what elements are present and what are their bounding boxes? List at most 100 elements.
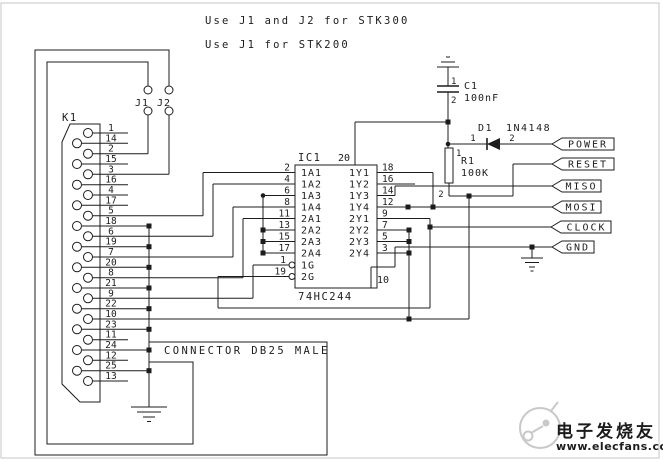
jumper-pad xyxy=(143,85,153,95)
k1-pin-number: 22 xyxy=(105,299,116,310)
k1-pin-number: 17 xyxy=(105,195,116,206)
watermark-logo xyxy=(542,419,550,427)
ic-pin-label: 2A3 xyxy=(301,237,322,248)
ic-pin-label: 2Y2 xyxy=(349,226,370,237)
junction-dot xyxy=(430,204,436,210)
ic-pin-label: 1A3 xyxy=(301,191,322,202)
r1-ref-label: R1 xyxy=(461,156,475,167)
ic-ground-pin-number: 10 xyxy=(377,275,389,286)
watermark-logo xyxy=(522,430,534,442)
k1-pin-pad xyxy=(72,241,82,252)
k1-pin-pad xyxy=(72,179,82,190)
ic-power-pin-number: 20 xyxy=(338,153,350,164)
r1-body xyxy=(444,147,454,184)
signal-flag-label: MISO xyxy=(565,182,597,193)
ic-pin-label: 1A4 xyxy=(301,203,322,214)
ic-pin-label: 1Y1 xyxy=(349,168,370,179)
k1-pin-pad xyxy=(83,169,93,180)
j2-label: J2 xyxy=(157,98,171,109)
j2-loop-wire xyxy=(34,49,328,456)
k1-pin-pad xyxy=(72,345,82,355)
watermark-title: 电子发烧友 xyxy=(556,421,656,442)
inverter-bubble xyxy=(288,273,296,280)
signal-flag-label: POWER xyxy=(568,140,608,151)
j1-label: J1 xyxy=(135,98,149,109)
signal-flag-label: RESET xyxy=(568,160,608,171)
ic-pin-label: 1A2 xyxy=(301,180,322,191)
ic-body xyxy=(294,164,378,289)
k1-pin-pad xyxy=(83,210,93,221)
k1-pin-number: 2 xyxy=(108,144,114,155)
k1-pin-pad xyxy=(83,334,93,345)
junction-dot xyxy=(146,368,152,374)
jumper-pad xyxy=(164,106,174,116)
k1-pin-pad xyxy=(72,324,82,335)
d1-ref-label: D1 xyxy=(478,123,493,134)
k1-pin-pad xyxy=(83,190,93,200)
k1-pin-pad xyxy=(83,148,93,159)
k1-pin-number: 8 xyxy=(108,268,114,279)
k1-pin-pad xyxy=(72,262,82,273)
k1-pin-number: 16 xyxy=(105,175,117,186)
inverter-bubble xyxy=(288,261,296,269)
c1-pin-number: 2 xyxy=(451,96,456,106)
connector-type-label: CONNECTOR DB25 MALE xyxy=(164,345,330,357)
k1-pin-pad xyxy=(83,293,93,304)
k1-pin-number: 7 xyxy=(108,247,114,258)
r1-value-label: 100K xyxy=(461,168,489,179)
junction-dot xyxy=(146,285,152,291)
k1-pin-number: 9 xyxy=(108,288,114,299)
note-stk300: Use J1 and J2 for STK300 xyxy=(205,15,410,27)
ic-pin-label: 2A2 xyxy=(301,226,322,237)
k1-pin-pad xyxy=(83,376,93,386)
junction-dot xyxy=(146,326,152,332)
junction-dot xyxy=(146,347,152,353)
signal-flag xyxy=(551,137,615,151)
k1-pin-number: 23 xyxy=(105,319,116,330)
k1-pin-number: 24 xyxy=(105,340,117,351)
ic-pin-label: 2Y1 xyxy=(349,214,370,225)
junction-dot xyxy=(146,264,152,270)
d1-triangle xyxy=(487,138,500,150)
ic-pin-number: 2 xyxy=(284,163,290,174)
ic-pin-number: 14 xyxy=(382,186,394,197)
junction-dot xyxy=(427,224,433,230)
k1-pin-number: 19 xyxy=(105,237,117,248)
ic-pin-label: 2A4 xyxy=(301,249,322,260)
d1-pin-number: 2 xyxy=(509,134,514,144)
k1-pin-pad xyxy=(72,138,82,149)
jumper-pad xyxy=(164,85,174,95)
ic-pin-label: 1Y4 xyxy=(349,203,370,214)
k1-pin-pad xyxy=(83,128,93,138)
signal-flag-label: CLOCK xyxy=(566,223,606,234)
k1-ref-label: K1 xyxy=(62,112,78,124)
watermark-logo xyxy=(519,407,561,449)
ic-pin-number: 18 xyxy=(382,163,394,174)
k1-pin-number: 20 xyxy=(105,257,117,268)
ic-pin-number: 7 xyxy=(382,220,388,231)
signal-flag-label: GND xyxy=(566,243,590,254)
c1-pin-number: 1 xyxy=(451,77,456,87)
ic-pin-label: 2A1 xyxy=(301,214,322,225)
k1-pin-pad xyxy=(72,221,82,231)
k1-pin-pad xyxy=(72,283,82,293)
ic-pin-number: 16 xyxy=(382,174,394,185)
ic-pin-label: 1A1 xyxy=(301,168,322,179)
k1-pin-pad xyxy=(83,355,93,366)
ic-pin-number: 3 xyxy=(382,243,388,254)
ic-pin-label: 1Y2 xyxy=(349,180,370,191)
ic-pin-number: 1 xyxy=(280,255,286,266)
watermark-url: www.elecfans.com xyxy=(556,440,663,453)
signal-flag xyxy=(551,200,602,214)
r1-pin-number: 1 xyxy=(456,149,461,159)
k1-pin-number: 3 xyxy=(108,164,114,175)
junction-dot xyxy=(445,141,451,147)
jumper-pad xyxy=(143,106,153,116)
k1-pin-number: 18 xyxy=(105,216,117,227)
ic-pin-number: 9 xyxy=(382,209,388,220)
j1-loop-wire xyxy=(46,61,194,445)
ic-pin-number: 17 xyxy=(279,243,290,254)
k1-pin-pad xyxy=(83,252,93,262)
